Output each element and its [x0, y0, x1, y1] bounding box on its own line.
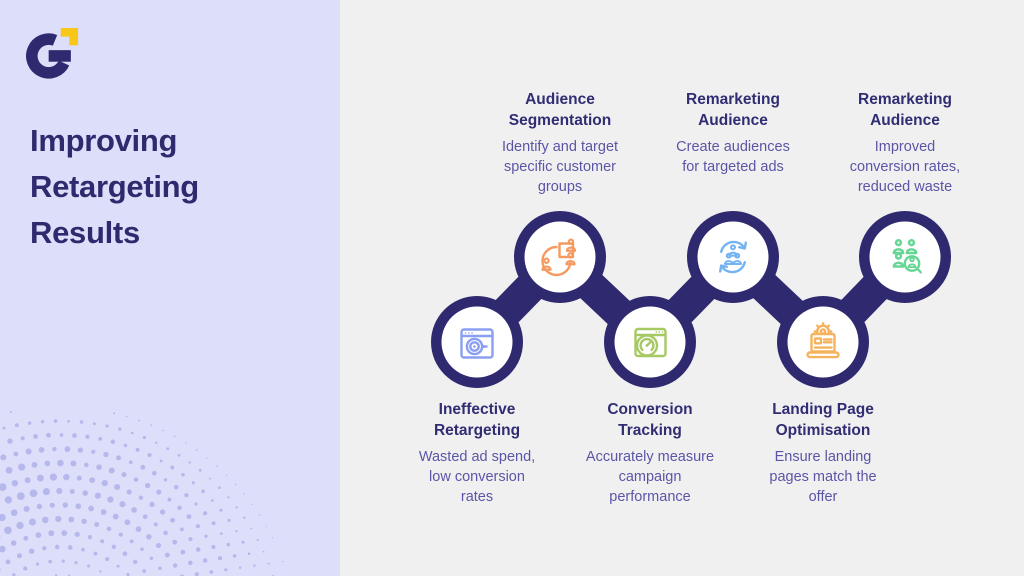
step-label-landing-page-optimisation: Landing Page Optimisation Ensure landing… [728, 400, 918, 507]
audience-refresh-icon [719, 240, 747, 274]
audience-pie-icon [541, 238, 577, 277]
step-label-conversion-tracking: Conversion Tracking Accurately measure c… [555, 400, 745, 507]
browser-gauge-icon [634, 327, 667, 358]
laptop-gear-icon [806, 322, 840, 359]
step-label-remarketing-audience-2: Remarketing Audience Improved conversion… [810, 90, 1000, 197]
step-title: Audience Segmentation [508, 91, 612, 129]
step-label-audience-segmentation: Audience Segmentation Identify and targe… [465, 90, 655, 197]
step-title: Ineffective Retargeting [433, 401, 521, 439]
step-description: Wasted ad spend, low conversion rates [418, 449, 536, 505]
left-panel: Improving Retargeting Results [0, 0, 340, 576]
step-title: Landing Page Optimisation [772, 401, 874, 439]
g-mark-logo [26, 27, 79, 79]
step-title: Remarketing Audience [858, 91, 952, 129]
page-title: Improving Retargeting Results [30, 123, 199, 250]
step-description: Accurately measure campaign performance [585, 449, 715, 505]
step-label-ineffective-retargeting: Ineffective Retargeting Wasted ad spend,… [382, 400, 572, 507]
step-title: Remarketing Audience [686, 91, 780, 129]
step-description: Ensure landing pages match the offer [769, 449, 877, 505]
logo-yellow-notch [60, 27, 79, 46]
step-description: Improved conversion rates, reduced waste [849, 139, 961, 195]
step-label-remarketing-audience-1: Remarketing Audience Create audiences fo… [638, 90, 828, 177]
step-description: Identify and target specific customer gr… [501, 139, 619, 195]
halftone-dots-pattern [0, 411, 284, 576]
audience-search-icon [892, 238, 922, 274]
step-title: Conversion Tracking [607, 401, 693, 439]
browser-target-icon [460, 328, 494, 359]
step-description: Create audiences for targeted ads [676, 139, 790, 175]
